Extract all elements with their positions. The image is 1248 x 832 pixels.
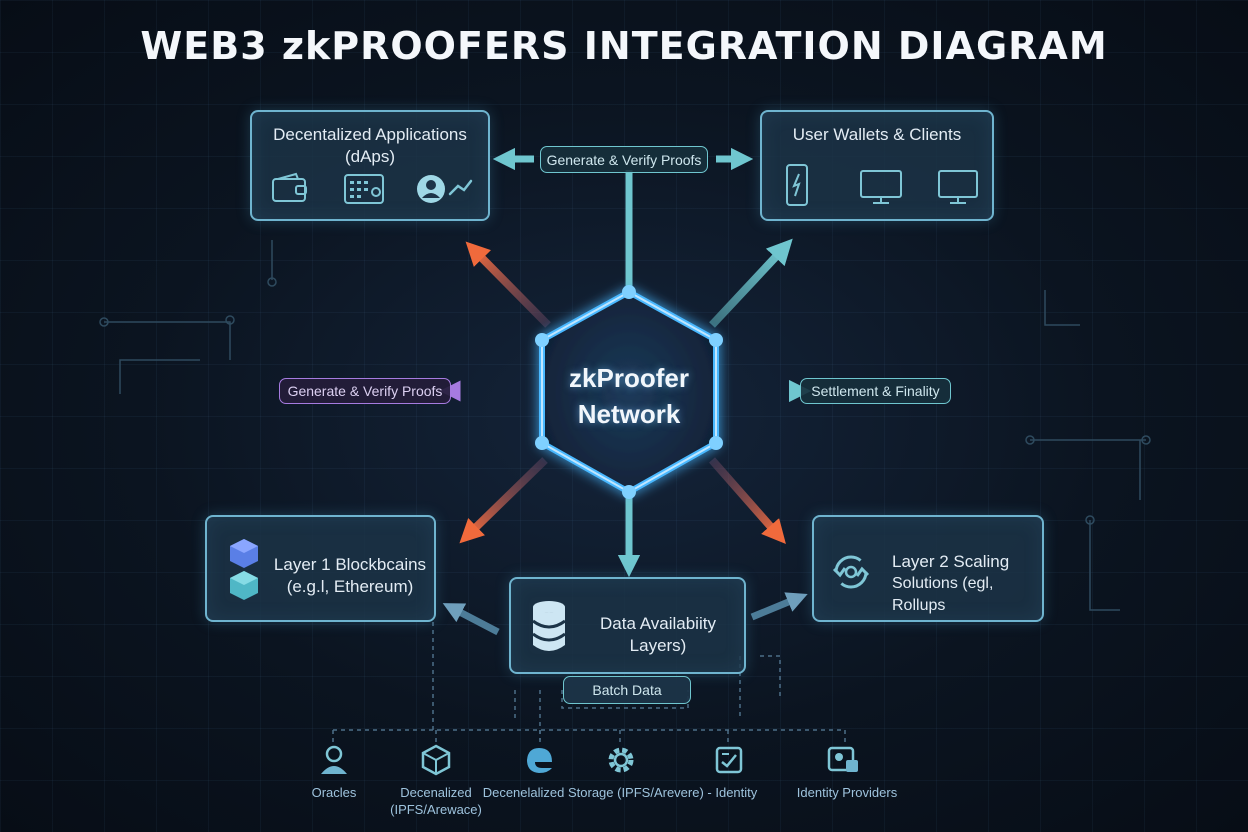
circuit-traces: [99, 240, 1151, 611]
stacked-cubes-icon: [230, 539, 258, 600]
node-data-availability-title: Data Availabiity: [600, 614, 716, 633]
provider-label-identity: Identity Providers: [796, 785, 898, 800]
circuit-trace-right: [1030, 290, 1146, 611]
circuit-node: [267, 277, 277, 287]
circuit-node: [1085, 515, 1095, 525]
node-layer2-subtitle: Solutions (egl, Rollups: [892, 575, 994, 614]
edge-da-to-layer2: [750, 592, 808, 621]
node-dapps-subtitle: (dAps): [344, 147, 396, 166]
laptop-monitor-icon: [938, 170, 978, 204]
hub-vertex-dot: [622, 285, 636, 299]
node-dapps[interactable]: Decentalized Applications (dAps): [250, 110, 490, 221]
circuit-node: [225, 315, 235, 325]
mobile-phone-icon: [786, 164, 808, 206]
edge-da-to-layer1: [442, 603, 500, 636]
hub-hexagon: [535, 285, 723, 499]
node-layer1-subtitle: (e.g.l, Ethereum): [286, 577, 414, 596]
edge-hub-to-layer2: [708, 457, 786, 545]
hub-label-line1: zkProofer: [569, 363, 689, 393]
hub-vertex-dot: [535, 333, 549, 347]
hub-label-line2: Network: [577, 399, 681, 429]
node-dapps-title: Decentalized Applications: [273, 125, 467, 144]
edge-swirl-icon: [527, 748, 552, 773]
node-data-availability[interactable]: Data Availabiity Layers): [509, 577, 746, 674]
node-wallets-title: User Wallets & Clients: [792, 125, 962, 144]
edge-label-top: Generate & Verify Proofs: [540, 146, 708, 173]
circuit-node: [99, 317, 109, 327]
user-link-icon: [417, 175, 473, 203]
dashboard-icon: [344, 174, 384, 204]
badge-icon: [827, 746, 858, 772]
provider-label-decentralized: Decenalized (IPFS/Arewace): [376, 784, 496, 818]
edge-hub-to-dapps: [465, 241, 551, 328]
hub-label[interactable]: zkProofer Network: [544, 360, 714, 432]
node-layer1-title: Layer 1 Blockbcains: [273, 555, 427, 574]
circuit-node: [1141, 435, 1151, 445]
cube-shield-icon: [421, 744, 451, 776]
node-wallets[interactable]: User Wallets & Clients: [760, 110, 994, 221]
hub-vertex-dot: [709, 436, 723, 450]
desktop-monitor-icon: [860, 170, 902, 204]
provider-label-decentralized-line1: Decenalized (IPFS/Arewace): [390, 785, 482, 817]
circuit-trace-left: [104, 240, 273, 394]
wallet-icon: [272, 172, 307, 202]
edge-label-batch: Batch Data: [563, 676, 691, 704]
edge-hub-to-wallets: [709, 238, 793, 328]
gear-icon: [608, 747, 634, 773]
edge-label-right: Settlement & Finality: [800, 378, 951, 404]
node-layer1[interactable]: Layer 1 Blockbcains (e.g.l, Ethereum): [205, 515, 436, 622]
provider-label-storage: Decenelalized Storage (IPFS/Arevere) - I…: [482, 785, 758, 800]
node-layer2[interactable]: Layer 2 Scaling Solutions (egl, Rollups: [812, 515, 1044, 622]
provider-label-oracles: Oracles: [311, 785, 357, 800]
node-layer2-title: Layer 2 Scaling: [892, 552, 1010, 571]
sync-icon: [832, 555, 870, 589]
id-card-icon: [715, 746, 743, 774]
hub-vertex-dot: [622, 485, 636, 499]
hub-vertex-dot: [535, 436, 549, 450]
database-icon: [532, 601, 566, 651]
node-data-availability-subtitle: Layers): [629, 636, 687, 655]
hub-vertex-dot: [709, 333, 723, 347]
edge-label-left: Generate & Verify Proofs: [279, 378, 451, 404]
page-title: WEB3 zkPROOFERS INTEGRATION DIAGRAM: [140, 24, 1108, 68]
circuit-node: [1025, 435, 1035, 445]
edge-hub-to-layer1: [459, 457, 548, 544]
person-icon: [321, 745, 347, 774]
